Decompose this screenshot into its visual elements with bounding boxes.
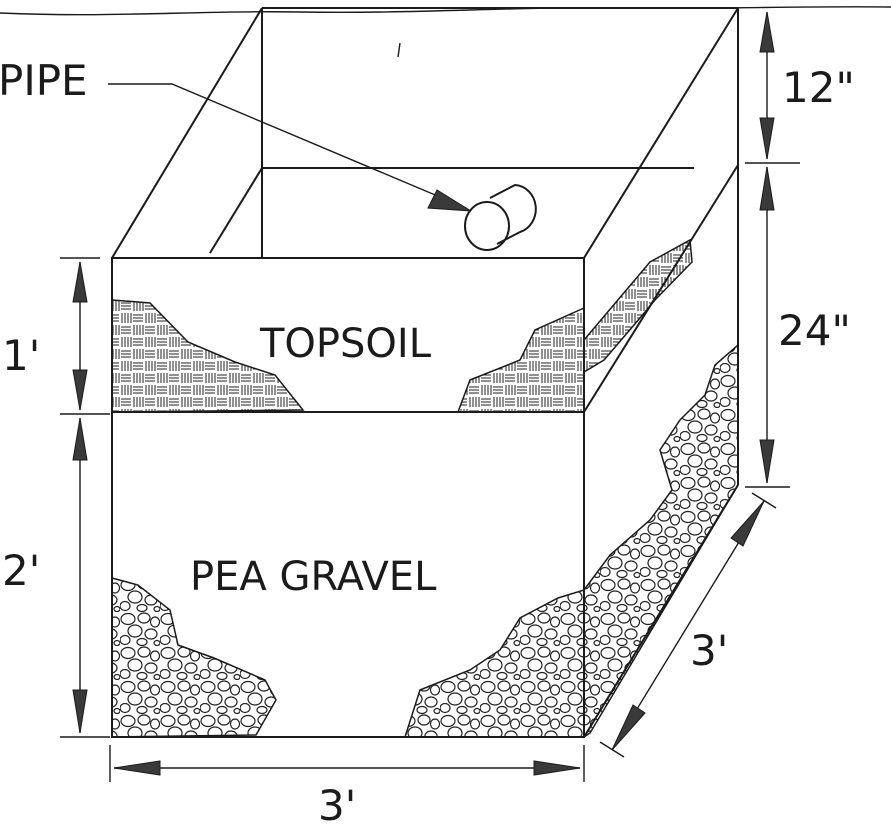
gravel-left (111, 577, 277, 738)
gravel-front-right (403, 588, 585, 738)
dim-length-label: 3' (690, 626, 728, 675)
topsoil-label: TOPSOIL (259, 321, 432, 367)
dim-topsoil-label: 1' (2, 331, 40, 380)
pipe-icon (464, 183, 537, 251)
dim-fill-depth (745, 166, 790, 488)
topsoil-hatch-side (583, 238, 693, 374)
pea-gravel-label: PEA GRAVEL (190, 554, 437, 600)
dim-top-depth (745, 11, 800, 164)
dim-length (599, 492, 777, 758)
dim-gravel-depth (60, 417, 110, 738)
pipe-leader-arrow (108, 83, 472, 212)
topsoil-hatch-front-right (456, 306, 585, 413)
dim-topsoil-depth (60, 257, 110, 415)
dim-width-label: 3' (318, 781, 356, 827)
dim-fill-depth-label: 24" (778, 306, 851, 355)
ground-line (0, 6, 891, 16)
dim-width (109, 745, 585, 782)
gravel-side (583, 343, 739, 739)
dim-top-depth-label: 12" (782, 63, 855, 112)
pipe-label: PIPE (0, 56, 88, 105)
box-outline (111, 7, 739, 738)
stray-mark (397, 42, 401, 58)
dim-gravel-label: 2' (2, 546, 40, 595)
box-back-edges (208, 7, 738, 259)
